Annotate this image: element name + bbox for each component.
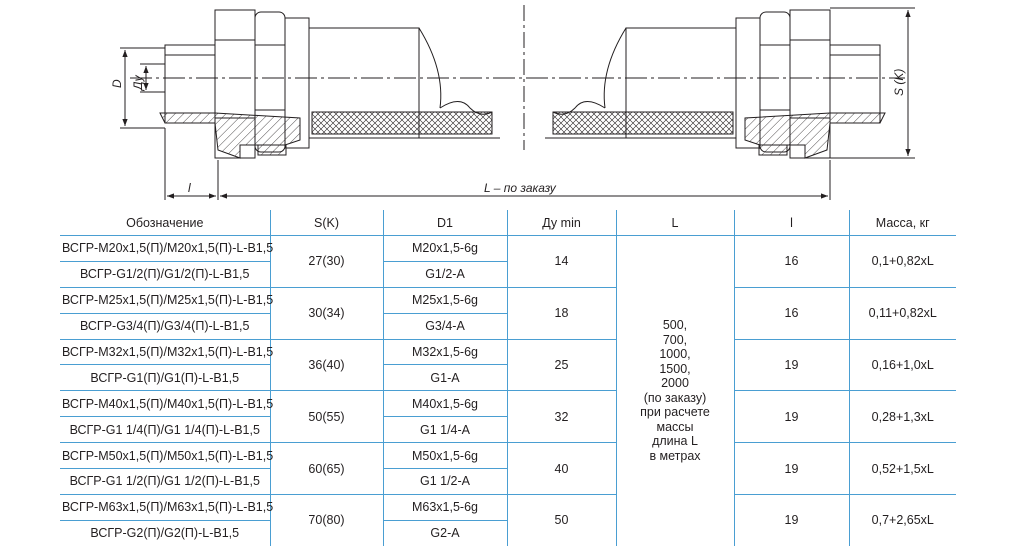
- designation-cell: ВСГР-G1 1/4(П)/G1 1/4(П)-L-В1,5: [60, 416, 270, 444]
- table-row: ВСГР-G1/2(П)/G1/2(П)-L-В1,5 G1/2-A: [60, 261, 956, 288]
- d1-cell: G1/2-A: [382, 261, 507, 288]
- spec-table: Обозначение S(K) D1 Ду min L l Масса, кг…: [60, 210, 956, 546]
- header-l: l: [733, 210, 849, 236]
- table-row: ВСГР-G2(П)/G2(П)-L-В1,5 G2-A: [60, 520, 956, 546]
- designation-cell: ВСГР-М32х1,5(П)/М32х1,5(П)-L-В1,5: [60, 339, 273, 366]
- du-cell: 25: [506, 339, 616, 392]
- du-cell: 50: [506, 494, 616, 546]
- d1-cell: M20x1,5-6g: [382, 235, 507, 262]
- d1-cell: G1-A: [382, 364, 507, 392]
- table-row: ВСГР-М63х1,5(П)/М63х1,5(П)-L-В1,5 70(80)…: [60, 494, 956, 546]
- d1-cell: M40x1,5-6g: [382, 390, 507, 418]
- designation-cell: ВСГР-G3/4(П)/G3/4(П)-L-В1,5: [60, 313, 270, 340]
- designation-cell: ВСГР-М63х1,5(П)/М63х1,5(П)-L-В1,5: [60, 494, 273, 521]
- l-cell: 16: [733, 235, 849, 288]
- sk-cell: 27(30): [269, 235, 383, 288]
- dim-S: S (K): [892, 69, 906, 96]
- du-cell: 32: [506, 390, 616, 444]
- l-cell: 19: [733, 494, 849, 546]
- designation-cell: ВСГР-G1(П)/G1(П)-L-В1,5: [60, 364, 270, 392]
- sk-cell: 70(80): [269, 494, 383, 546]
- table-row: ВСГР-G1 1/2(П)/G1 1/2(П)-L-В1,5 G1 1/2-A: [60, 468, 956, 495]
- du-cell: 40: [506, 442, 616, 495]
- left-sleeve: [308, 27, 420, 139]
- table-row: ВСГР-М25х1,5(П)/М25х1,5(П)-L-В1,5 30(34)…: [60, 287, 956, 340]
- header-sk: S(K): [269, 210, 383, 236]
- mass-cell: 0,52+1,5xL: [848, 442, 956, 495]
- du-cell: 18: [506, 287, 616, 340]
- table-row: ВСГР-М20х1,5(П)/М20х1,5(П)-L-В1,5 27(30)…: [60, 235, 956, 546]
- l-cell: 19: [733, 339, 849, 392]
- d1-cell: M32x1,5-6g: [382, 339, 507, 366]
- left-nipple: [164, 44, 216, 124]
- mass-cell: 0,16+1,0xL: [848, 339, 956, 392]
- d1-cell: G3/4-A: [382, 313, 507, 340]
- d1-cell: M50x1,5-6g: [382, 442, 507, 470]
- dim-L: L – по заказу: [484, 181, 557, 195]
- hose-assembly-drawing: D Ду l L – по заказу S (K): [110, 5, 915, 200]
- d1-cell: M25x1,5-6g: [382, 287, 507, 314]
- table-row: ВСГР-М40х1,5(П)/М40х1,5(П)-L-В1,5 50(55)…: [60, 390, 956, 444]
- header-L: L: [615, 210, 734, 236]
- header-d1: D1: [382, 210, 507, 236]
- dim-Du: Ду: [131, 74, 145, 92]
- sk-cell: 30(34): [269, 287, 383, 340]
- sk-cell: 50(55): [269, 390, 383, 444]
- designation-cell: ВСГР-G1/2(П)/G1/2(П)-L-В1,5: [60, 261, 270, 288]
- designation-cell: ВСГР-М20х1,5(П)/М20х1,5(П)-L-В1,5: [60, 235, 273, 262]
- L-common-cell: 500, 700, 1000, 1500, 2000 (по заказу) п…: [615, 235, 734, 546]
- designation-cell: ВСГР-G1 1/2(П)/G1 1/2(П)-L-В1,5: [60, 468, 270, 495]
- l-cell: 19: [733, 442, 849, 495]
- right-nipple: [829, 44, 881, 124]
- header-du-min: Ду min: [506, 210, 616, 236]
- header-mass: Масса, кг: [848, 210, 956, 236]
- dim-D: D: [110, 79, 124, 88]
- header-designation: Обозначение: [60, 210, 270, 236]
- table-header-row: Обозначение S(K) D1 Ду min L l Масса, кг: [60, 210, 956, 236]
- table-row: ВСГР-М50х1,5(П)/М50х1,5(П)-L-В1,5 60(65)…: [60, 442, 956, 495]
- d1-cell: G2-A: [382, 520, 507, 546]
- d1-cell: G1 1/2-A: [382, 468, 507, 495]
- table-row: ВСГР-G1(П)/G1(П)-L-В1,5 G1-A: [60, 364, 956, 392]
- table-row: ВСГР-G3/4(П)/G3/4(П)-L-В1,5 G3/4-A: [60, 313, 956, 340]
- du-cell: 14: [506, 235, 616, 288]
- l-cell: 19: [733, 390, 849, 444]
- sk-cell: 36(40): [269, 339, 383, 392]
- mass-cell: 0,1+0,82xL: [848, 235, 956, 288]
- table-row: ВСГР-G1 1/4(П)/G1 1/4(П)-L-В1,5 G1 1/4-A: [60, 416, 956, 444]
- dim-l: l: [188, 181, 191, 195]
- L-common-text: 500, 700, 1000, 1500, 2000 (по заказу) п…: [640, 318, 710, 463]
- mass-cell: 0,11+0,82xL: [848, 287, 956, 340]
- l-cell: 16: [733, 287, 849, 340]
- designation-cell: ВСГР-М25х1,5(П)/М25х1,5(П)-L-В1,5: [60, 287, 273, 314]
- mass-cell: 0,7+2,65xL: [848, 494, 956, 546]
- d1-cell: M63x1,5-6g: [382, 494, 507, 521]
- d1-cell: G1 1/4-A: [382, 416, 507, 444]
- right-sleeve: [625, 27, 737, 139]
- table-row: ВСГР-М32х1,5(П)/М32х1,5(П)-L-В1,5 36(40)…: [60, 339, 956, 392]
- mass-cell: 0,28+1,3xL: [848, 390, 956, 444]
- designation-cell: ВСГР-М40х1,5(П)/М40х1,5(П)-L-В1,5: [60, 390, 273, 418]
- designation-cell: ВСГР-М50х1,5(П)/М50х1,5(П)-L-В1,5: [60, 442, 273, 470]
- designation-cell: ВСГР-G2(П)/G2(П)-L-В1,5: [90, 526, 240, 541]
- sk-cell: 60(65): [269, 442, 383, 495]
